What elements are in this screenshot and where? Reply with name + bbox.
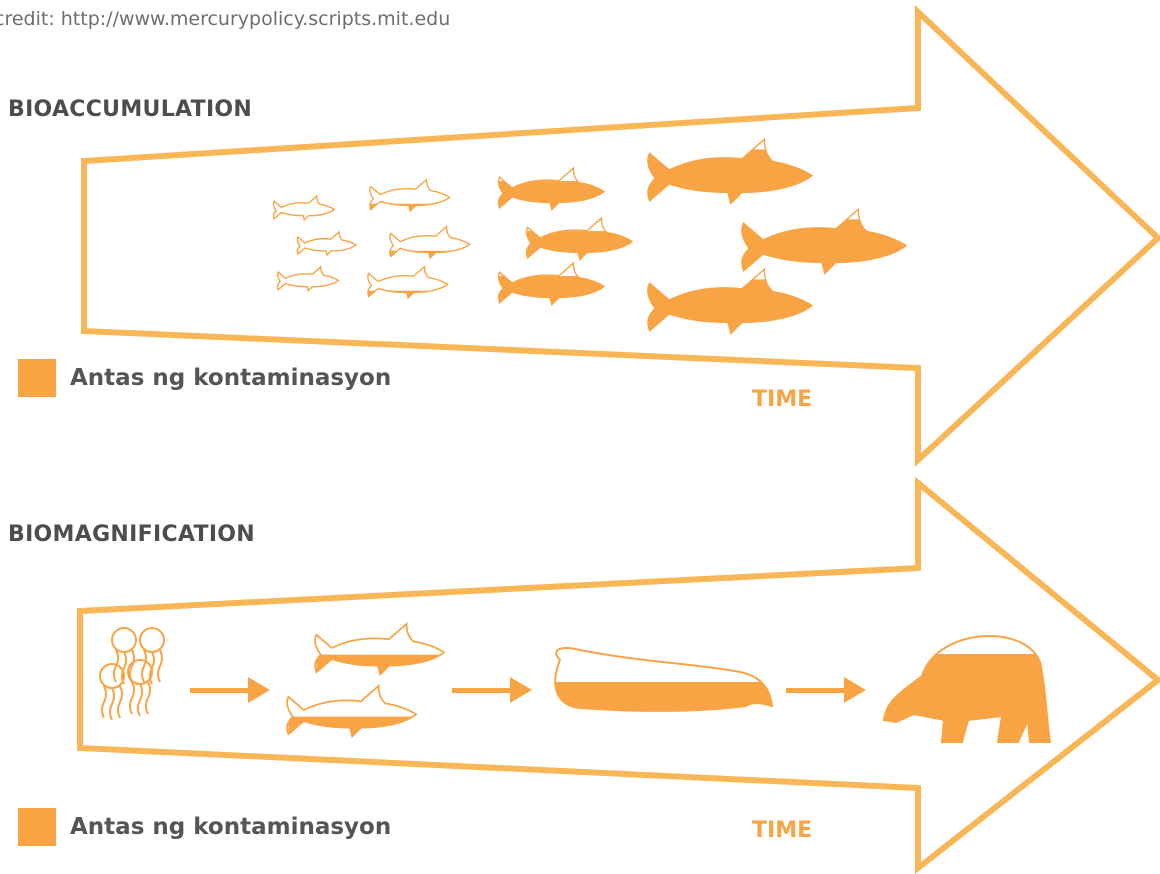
fish	[644, 139, 818, 233]
legend-bioaccumulation: Antas ng kontaminasyon	[18, 359, 391, 397]
chain-arrow-3	[786, 677, 866, 703]
section-title-bioaccumulation: BIOACCUMULATION	[8, 97, 252, 122]
fish	[388, 227, 472, 292]
legend-biomagnification: Antas ng kontaminasyon	[18, 808, 391, 846]
jellyfish	[100, 664, 124, 720]
fish	[297, 232, 356, 255]
fish	[277, 267, 338, 291]
time-label-bioaccumulation: TIME	[752, 387, 812, 412]
fish	[644, 269, 818, 363]
legend-swatch	[18, 359, 56, 397]
chain-arrow-2	[452, 677, 532, 703]
time-label-biomagnification: TIME	[752, 818, 812, 843]
fish	[366, 267, 450, 332]
credit-text: credit: http://www.mercurypolicy.scripts…	[0, 8, 450, 30]
fish-grid	[273, 139, 911, 363]
fish	[496, 168, 608, 235]
fish	[496, 263, 608, 330]
section-title-biomagnification: BIOMAGNIFICATION	[8, 522, 255, 547]
legend-swatch	[18, 808, 56, 846]
legend-label: Antas ng kontaminasyon	[70, 814, 391, 840]
fish	[273, 196, 334, 220]
chain-arrow-1	[190, 677, 270, 703]
legend-label: Antas ng kontaminasyon	[70, 365, 391, 391]
fish	[368, 180, 452, 245]
shark	[315, 624, 444, 681]
shark	[287, 686, 416, 743]
beluga-whale	[540, 648, 780, 722]
polar-bear	[880, 636, 1060, 754]
jellyfish-group	[100, 628, 164, 720]
